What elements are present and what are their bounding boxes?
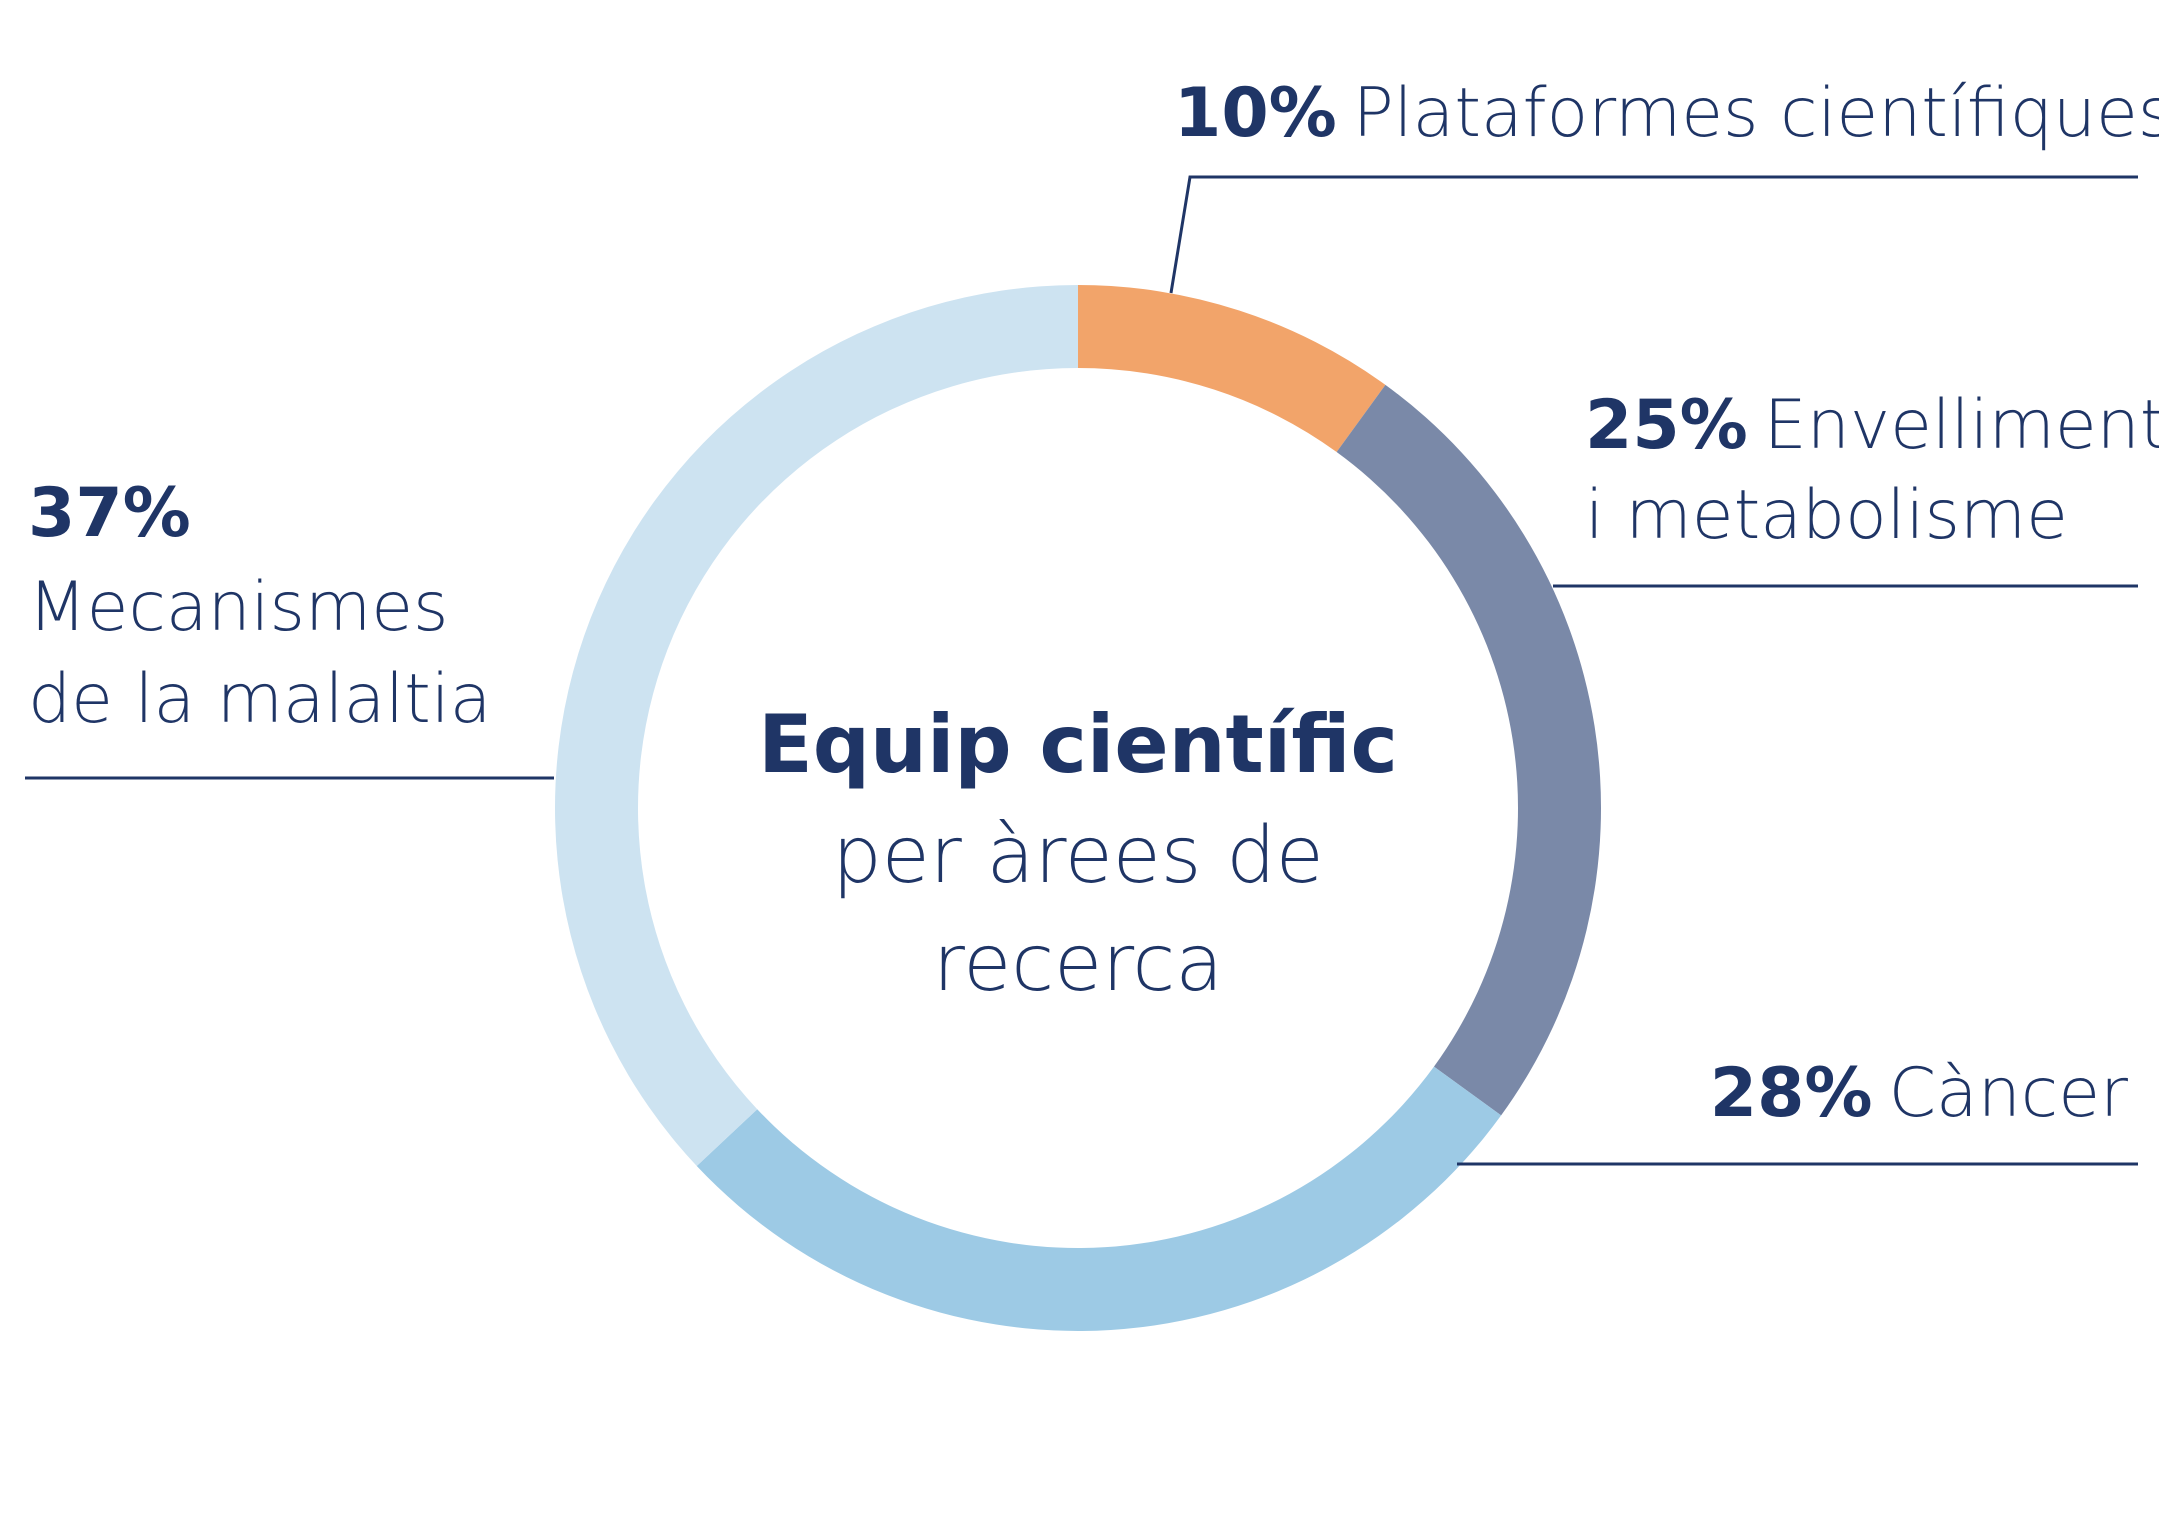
value-label-plataformes: 10% xyxy=(1174,74,1337,153)
label-plataformes: 10%Plataformes científiques xyxy=(1174,74,2159,153)
category-label-plataformes: Plataformes científiques xyxy=(1353,74,2159,153)
label-envelliment: 25%Envelliment xyxy=(1585,386,2159,465)
value-label-envelliment: 25% xyxy=(1585,386,1748,465)
donut-slice-plataformes-cient-fiques xyxy=(1078,285,1386,453)
chart-subtitle-line-2: recerca xyxy=(933,919,1223,1009)
donut-slices xyxy=(554,285,1601,1331)
donut-slice-c-ncer xyxy=(696,1066,1502,1331)
category-label-envelliment-2: i metabolisme xyxy=(1585,476,2068,555)
value-label-mecanismes: 37% xyxy=(28,474,191,553)
category-label-envelliment-1: Envelliment xyxy=(1764,386,2159,465)
donut-slice-mecanismes-de-la-malaltia xyxy=(554,285,1078,1167)
chart-title: Equip científic xyxy=(758,698,1398,791)
donut-slice-envelliment-i-metabolisme xyxy=(1336,384,1601,1116)
chart-subtitle-line-1: per àrees de xyxy=(832,811,1323,901)
category-label-cancer: Càncer xyxy=(1889,1054,2128,1133)
value-label-cancer: 28% xyxy=(1710,1054,1873,1133)
category-label-mecanismes-2: de la malaltia xyxy=(28,660,491,739)
label-cancer: 28%Càncer xyxy=(1710,1054,2128,1133)
leader-line-plataformes xyxy=(1169,175,2138,294)
category-label-mecanismes-1: Mecanismes xyxy=(28,568,448,647)
